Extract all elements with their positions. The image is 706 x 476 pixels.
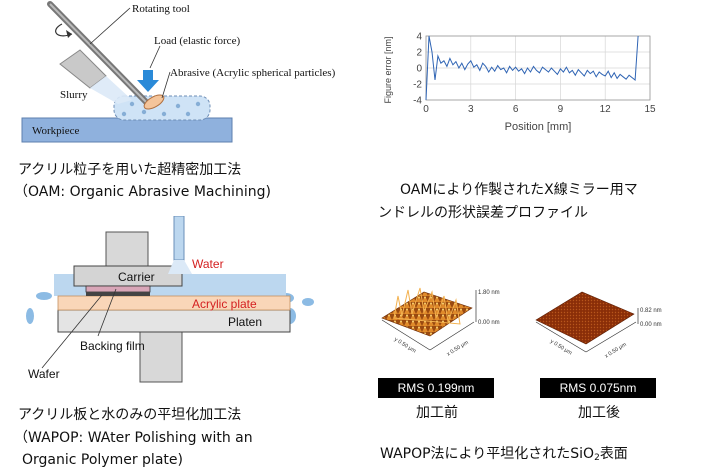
oam-caption-line2: （OAM: Organic Abrasive Machining) [14,184,271,200]
afm-before-image: 1.80 nm 0.00 nm y 0.50 μm x 0.50 μm [381,287,500,358]
leader-abrasive [161,71,171,99]
workpiece-block [21,117,233,143]
leader-load [149,45,161,69]
platen-label: Platen [228,315,262,329]
afm-caption-main: WAPOP法により平坦化されたSiO [380,446,595,462]
chart-xtick-label: 0 [423,104,429,115]
tool-tip [143,94,165,110]
afm-after-zbottom: 0.00 nm [640,322,662,328]
load-arrow-icon [137,70,159,92]
water-nozzle [173,216,185,261]
water-drop [26,308,34,324]
water-stream [168,260,192,274]
chart-xtick-label: 6 [513,104,519,115]
chart-ytick-label: 0 [416,64,422,75]
afm-caption-subscript: 2 [594,453,600,463]
rms-after-badge: RMS 0.075nm [540,378,656,398]
acrylic-plate [57,295,291,311]
oam-diagram: Workpiece Rotating tool Load (elastic fo… [21,1,336,143]
carrier-shaft [105,231,149,267]
chart-xtick-label: 15 [644,104,656,115]
load-label: Load (elastic force) [154,35,240,47]
afm-caption: WAPOP法により平坦化されたSiO2表面 [380,444,628,468]
afm-before-axis-y [381,319,431,351]
chart-ytick-label: 4 [416,32,422,43]
abrasive-label: Abrasive (Acrylic spherical particles) [170,67,336,79]
abrasive-particle [121,111,127,117]
water-drop [302,298,314,306]
afm-before-axis-x [429,321,475,351]
chart-xtick-label: 3 [468,104,474,115]
leader-backing-film [97,288,117,337]
plot-caption-line1: OAMにより作製されたX線ミラー用マ [400,182,638,198]
chart-frame [425,35,651,101]
rms-before-badge: RMS 0.199nm [378,378,494,398]
afm-before-peaks [393,287,461,325]
chart-ytick-label: -4 [413,96,422,107]
rotating-tool-highlight [49,3,149,105]
leader-rotating-tool [89,7,131,45]
abrasive-particle [161,111,167,117]
wapop-caption-line3: Organic Polymer plate) [22,452,183,468]
workpiece-label: Workpiece [32,125,79,137]
carrier-label: Carrier [118,270,155,284]
abrasive-particle [195,101,201,107]
rotation-arrowhead-icon [66,30,72,38]
plot-caption-line2: ンドレルの形状誤差プロファイル [378,205,588,221]
chart-ylabel: Figure error [nm] [383,36,393,103]
leader-wafer [41,294,103,369]
platen-shaft [139,331,183,383]
chart-xtick-label: 9 [558,104,564,115]
water-drop [36,292,52,300]
abrasive-particle [175,103,181,109]
wafer [86,292,150,296]
chart-xtick-label: 12 [600,104,612,115]
wapop-diagram: Carrier Water Acrylic plate Platen Backi… [26,216,314,383]
figure-error-chart: 0 3 6 9 12 15 4 2 0 -2 -4 Position [mm] Figure err… [383,32,656,134]
afm-after-axis-y-label: y 0.50 μm [549,339,573,357]
acrylic-plate-label: Acrylic plate [192,297,257,311]
afm-after-surface [535,291,635,345]
chart-xlabel: Position [mm] [505,121,572,133]
afm-after-axis-y [535,321,587,353]
abrasive-particle [141,109,147,115]
wafer-label: Wafer [28,367,60,381]
wapop-caption-line2: （WAPOP: WAter Polishing with an [14,430,253,446]
water-label: Water [192,257,224,271]
wapop-caption-line1: アクリル板と水のみの平坦化加工法 [18,407,242,423]
chart-ytick-label: 2 [416,48,422,59]
abrasive-particle [185,111,191,117]
afm-before-zbottom: 0.00 nm [478,320,500,326]
abrasive-particle [129,101,135,107]
backing-film-label: Backing film [80,339,145,353]
slurry-stream [90,76,132,104]
backing-film [85,285,151,293]
afm-after-image: 0.82 nm 0.00 nm y 0.50 μm x 0.50 μm [535,291,662,360]
afm-before-label: 加工前 [416,405,458,421]
afm-after-ztop: 0.82 nm [640,308,662,314]
slurry-label: Slurry [60,89,88,101]
afm-after-axis-x-label: x 0.50 μm [604,342,628,360]
afm-before-ztop: 1.80 nm [478,290,500,296]
afm-after-label: 加工後 [578,405,620,421]
chart-ytick-label: -2 [413,80,422,91]
afm-before-axis-x-label: x 0.50 μm [446,340,470,358]
rotating-tool-label: Rotating tool [132,3,190,15]
afm-after-axis-x [585,321,637,353]
afm-caption-end: 表面 [599,446,628,462]
chart-series-line [425,35,639,101]
oam-caption-line1: アクリル粒子を用いた超精密加工法 [18,162,242,178]
